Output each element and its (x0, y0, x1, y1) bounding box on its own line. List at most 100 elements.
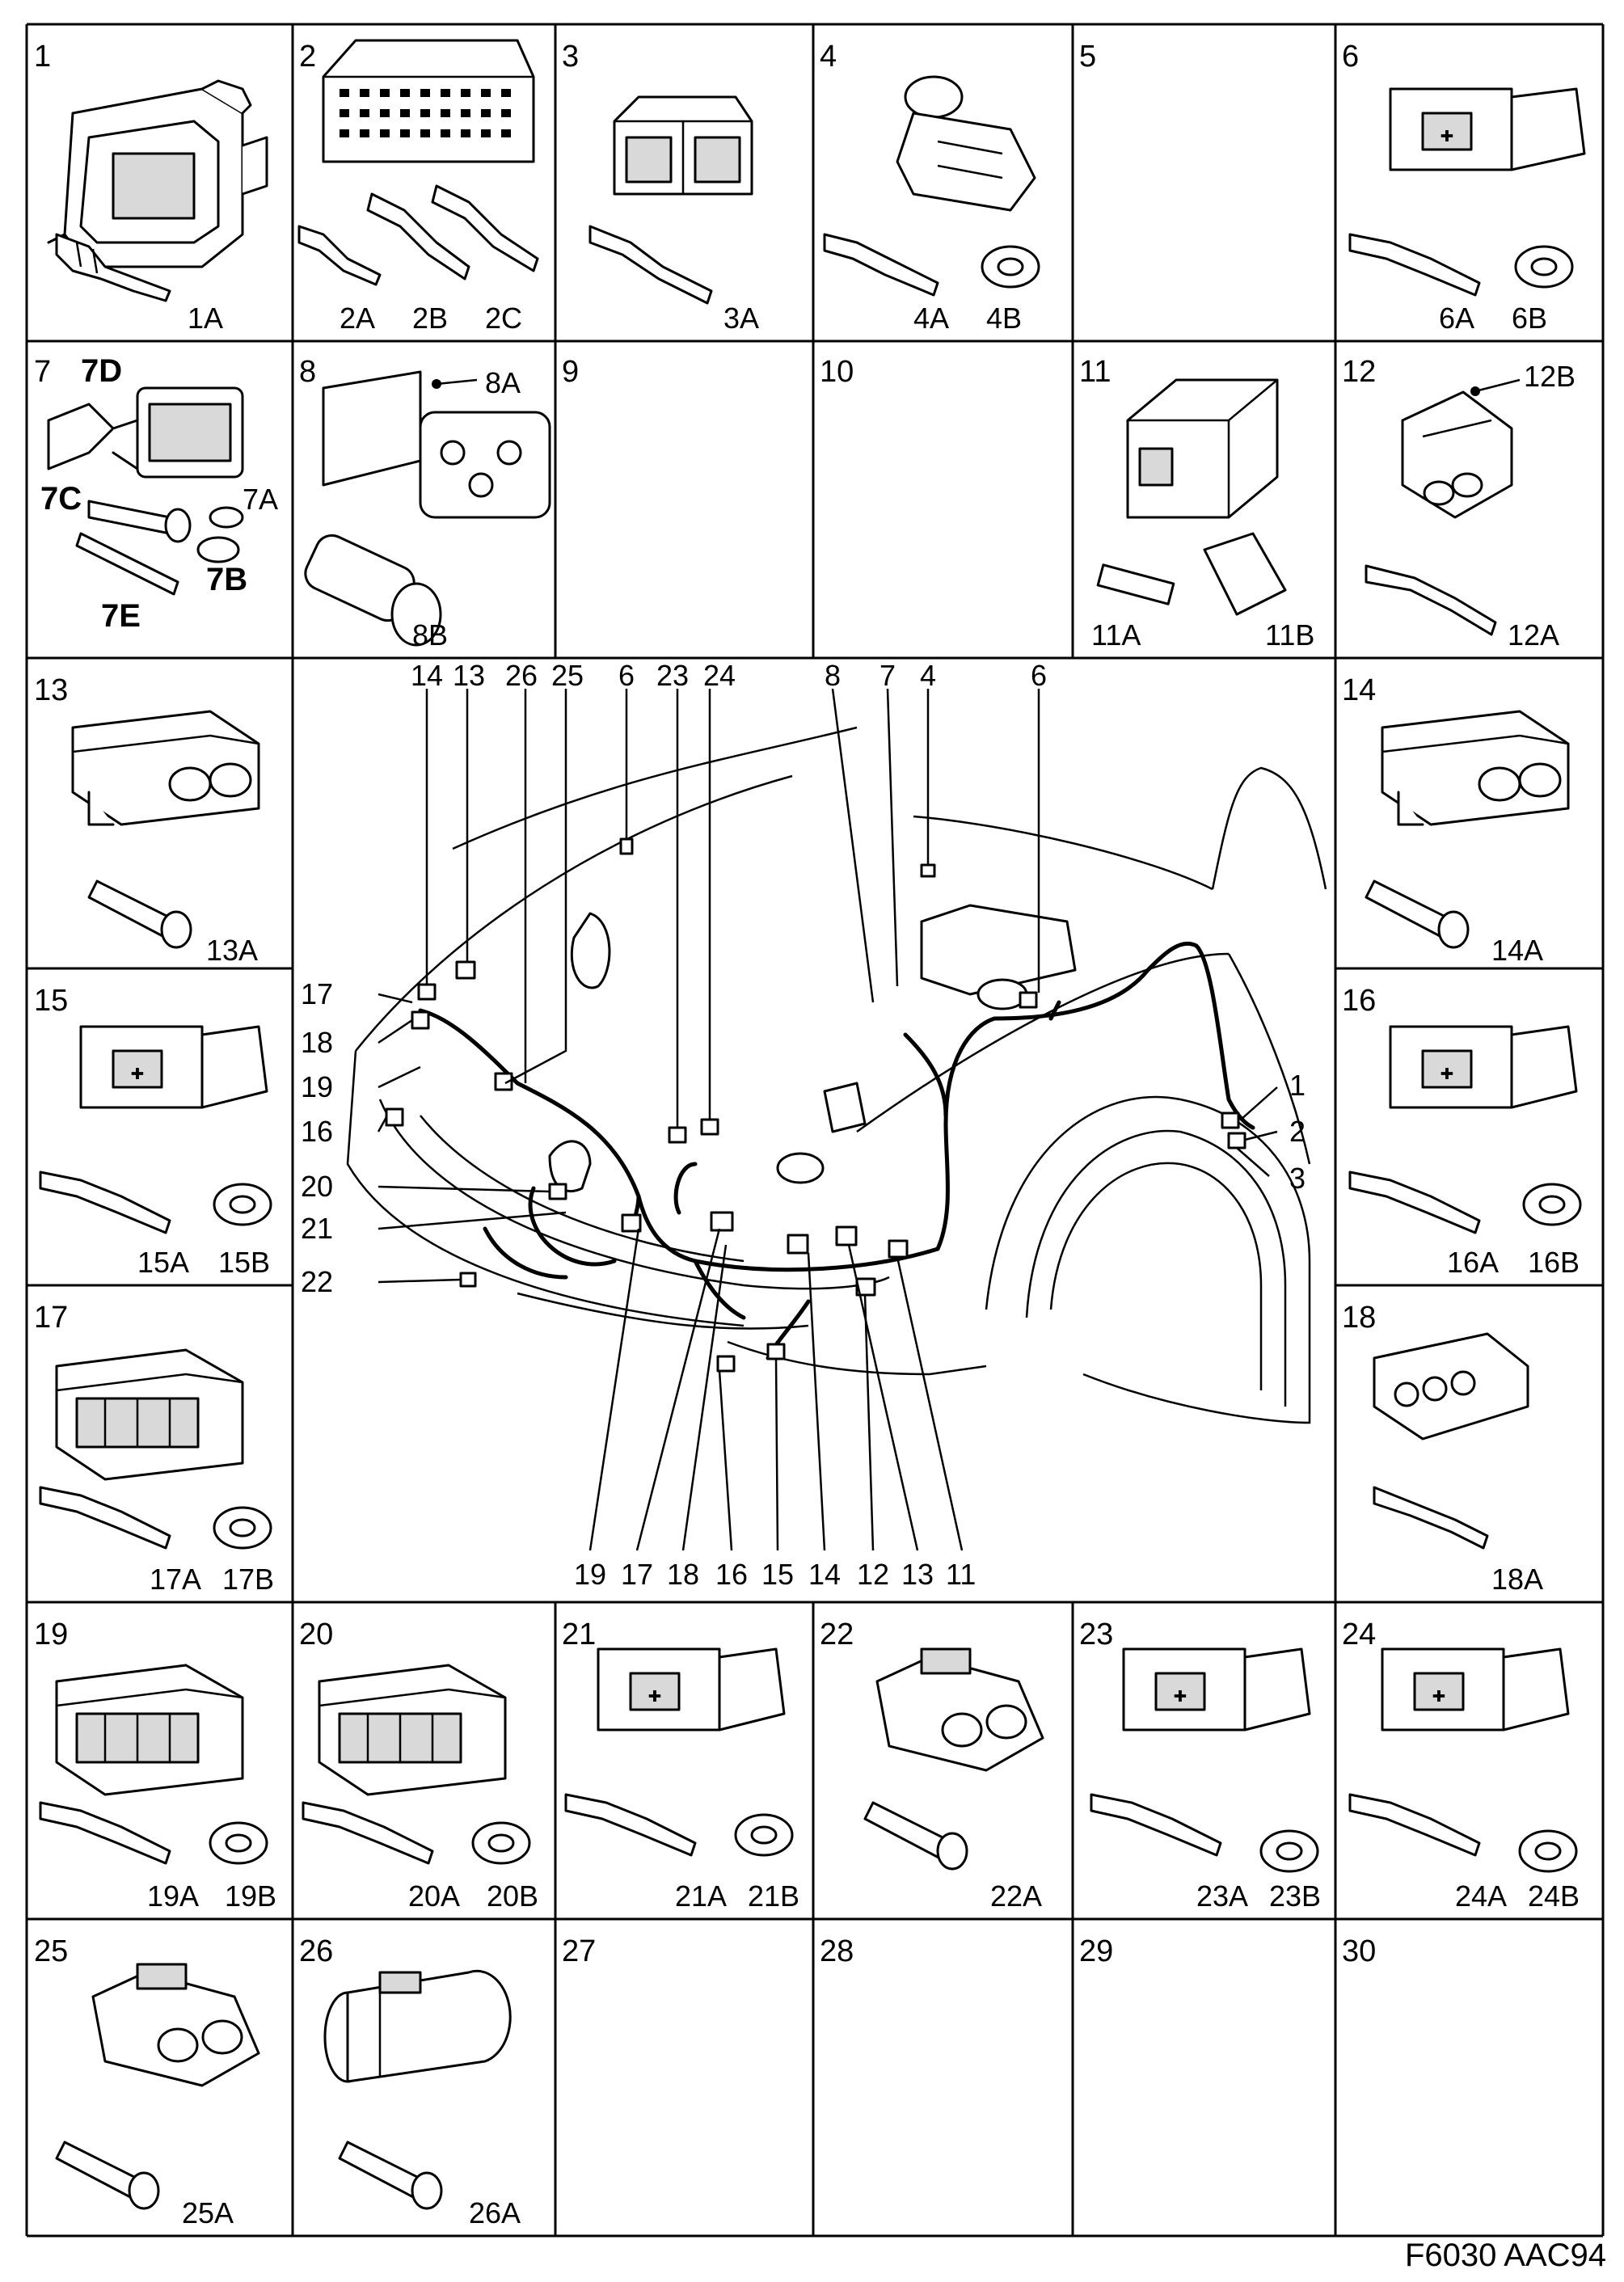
pin-22A-drawing (863, 1801, 968, 1871)
callout-bottom-19: 19 (574, 1558, 606, 1591)
boot-11B-drawing (1203, 532, 1287, 616)
part-label-17A: 17A (150, 1563, 201, 1596)
seal-15B-drawing (213, 1183, 272, 1226)
part-label-2C: 2C (485, 302, 522, 335)
callout-left-17: 17 (301, 977, 333, 1010)
part-label-12A: 12A (1508, 618, 1559, 652)
part-label-15A: 15A (137, 1246, 189, 1279)
grid-lines (25, 23, 1605, 2238)
terminal-23A-drawing (1090, 1793, 1222, 1857)
connector-2-drawing (322, 39, 535, 163)
cell-numbers: 1 2 3 4 5 6 7 8 9 10 11 12 13 14 15 16 1… (34, 40, 1376, 1968)
seal-16B-drawing (1522, 1183, 1582, 1226)
overview-connector-boxes (385, 837, 1246, 1373)
part-label-7E: 7E (101, 598, 141, 634)
connector-16-drawing: ✚ (1389, 1025, 1578, 1109)
connector-23-drawing: ✚ (1122, 1647, 1311, 1732)
seal-23B-drawing (1259, 1829, 1319, 1873)
connector-22-drawing (875, 1647, 1044, 1772)
washer-7A-drawing (209, 506, 244, 529)
callout-bottom-17: 17 (621, 1558, 653, 1591)
part-label-20B: 20B (487, 1879, 538, 1913)
callout-bottom-15: 15 (761, 1558, 794, 1591)
socket-8B-drawing (304, 534, 442, 647)
relay-cover-8-drawing (322, 370, 551, 519)
connector-11-drawing (1126, 378, 1279, 519)
cell-8-number: 8 (299, 355, 316, 389)
svg-text:✚: ✚ (1174, 1681, 1187, 1707)
pin-26A-drawing (338, 2141, 443, 2210)
terminal-12A-drawing (1365, 564, 1497, 636)
callout-top-23: 23 (656, 659, 689, 692)
callout-bottom-16: 16 (715, 1558, 748, 1591)
part-label-2A: 2A (340, 302, 375, 335)
svg-text:✚: ✚ (648, 1681, 662, 1707)
connector-6-drawing: ✚ (1389, 87, 1586, 171)
callout-bottom-12: 12 (857, 1558, 889, 1591)
callout-top-13: 13 (453, 659, 485, 692)
pin-14A-drawing (1365, 879, 1470, 949)
terminal-19A-drawing (39, 1801, 171, 1865)
connector-17-drawing (55, 1348, 244, 1481)
cell-23-number: 23 (1079, 1618, 1113, 1651)
callout-right-3: 3 (1289, 1162, 1306, 1195)
part-label-11A: 11A (1091, 618, 1141, 652)
callout-top-4: 4 (920, 659, 936, 692)
cell-18-number: 18 (1342, 1301, 1376, 1335)
connector-7-drawing (47, 386, 244, 479)
cell-13-number: 13 (34, 673, 68, 707)
connector-3-drawing (613, 95, 753, 196)
cell-20-number: 20 (299, 1618, 333, 1651)
part-label-23B: 23B (1269, 1879, 1321, 1913)
cell-26-number: 26 (299, 1934, 333, 1968)
part-label-16A: 16A (1447, 1246, 1499, 1279)
cell-6-number: 6 (1342, 40, 1359, 74)
cell-21-number: 21 (562, 1618, 596, 1651)
part-label-25A: 25A (182, 2196, 234, 2229)
callout-top-6: 6 (618, 659, 635, 692)
connector-2-pin-grid (340, 89, 511, 137)
cell-11-number: 11 (1079, 355, 1111, 389)
terminal-20A-drawing (302, 1801, 434, 1865)
terminal-24A-drawing (1348, 1793, 1481, 1857)
connector-26-drawing (323, 1969, 512, 2083)
cell-29-number: 29 (1079, 1934, 1113, 1968)
callout-right-2: 2 (1289, 1115, 1306, 1148)
cell-14-number: 14 (1342, 673, 1376, 707)
terminal-15A-drawing (39, 1171, 171, 1234)
terminal-3A-drawing (588, 225, 713, 305)
seal-24B-drawing (1518, 1829, 1578, 1873)
terminal-1A-drawing (55, 233, 171, 302)
part-label-24B: 24B (1528, 1879, 1580, 1913)
seal-20B-drawing (471, 1821, 531, 1865)
part-label-7B: 7B (206, 562, 247, 597)
part-label-6B: 6B (1512, 302, 1547, 335)
pin-13A-drawing (87, 879, 192, 949)
connector-1-drawing (47, 79, 268, 268)
part-label-3A: 3A (723, 302, 759, 335)
overview-leader-lines (377, 688, 1278, 1551)
callout-left-21: 21 (301, 1212, 333, 1245)
connector-20-drawing (318, 1664, 507, 1796)
part-label-15B: 15B (218, 1246, 270, 1279)
callout-bottom-11: 11 (946, 1558, 976, 1591)
connector-21-drawing: ✚ (597, 1647, 786, 1732)
seal-19B-drawing (209, 1821, 268, 1865)
cell-2-number: 2 (299, 40, 316, 74)
connector-12-drawing (1401, 378, 1521, 519)
callout-bottom-13: 13 (901, 1558, 934, 1591)
part-label-6A: 6A (1439, 302, 1474, 335)
terminal-4A-drawing (823, 233, 939, 297)
pin-25A-drawing (55, 2141, 160, 2210)
callout-left-20: 20 (301, 1170, 333, 1203)
cell-10-number: 10 (820, 355, 854, 389)
part-label-12B: 12B (1524, 360, 1575, 393)
part-label-4A: 4A (913, 302, 949, 335)
part-label-1A: 1A (188, 302, 223, 335)
cell-7-number: 7 (34, 355, 51, 389)
part-label-21B: 21B (748, 1879, 799, 1913)
connector-25-drawing (91, 1963, 260, 2087)
cell-28-number: 28 (820, 1934, 854, 1968)
connector-13-drawing (71, 710, 260, 826)
